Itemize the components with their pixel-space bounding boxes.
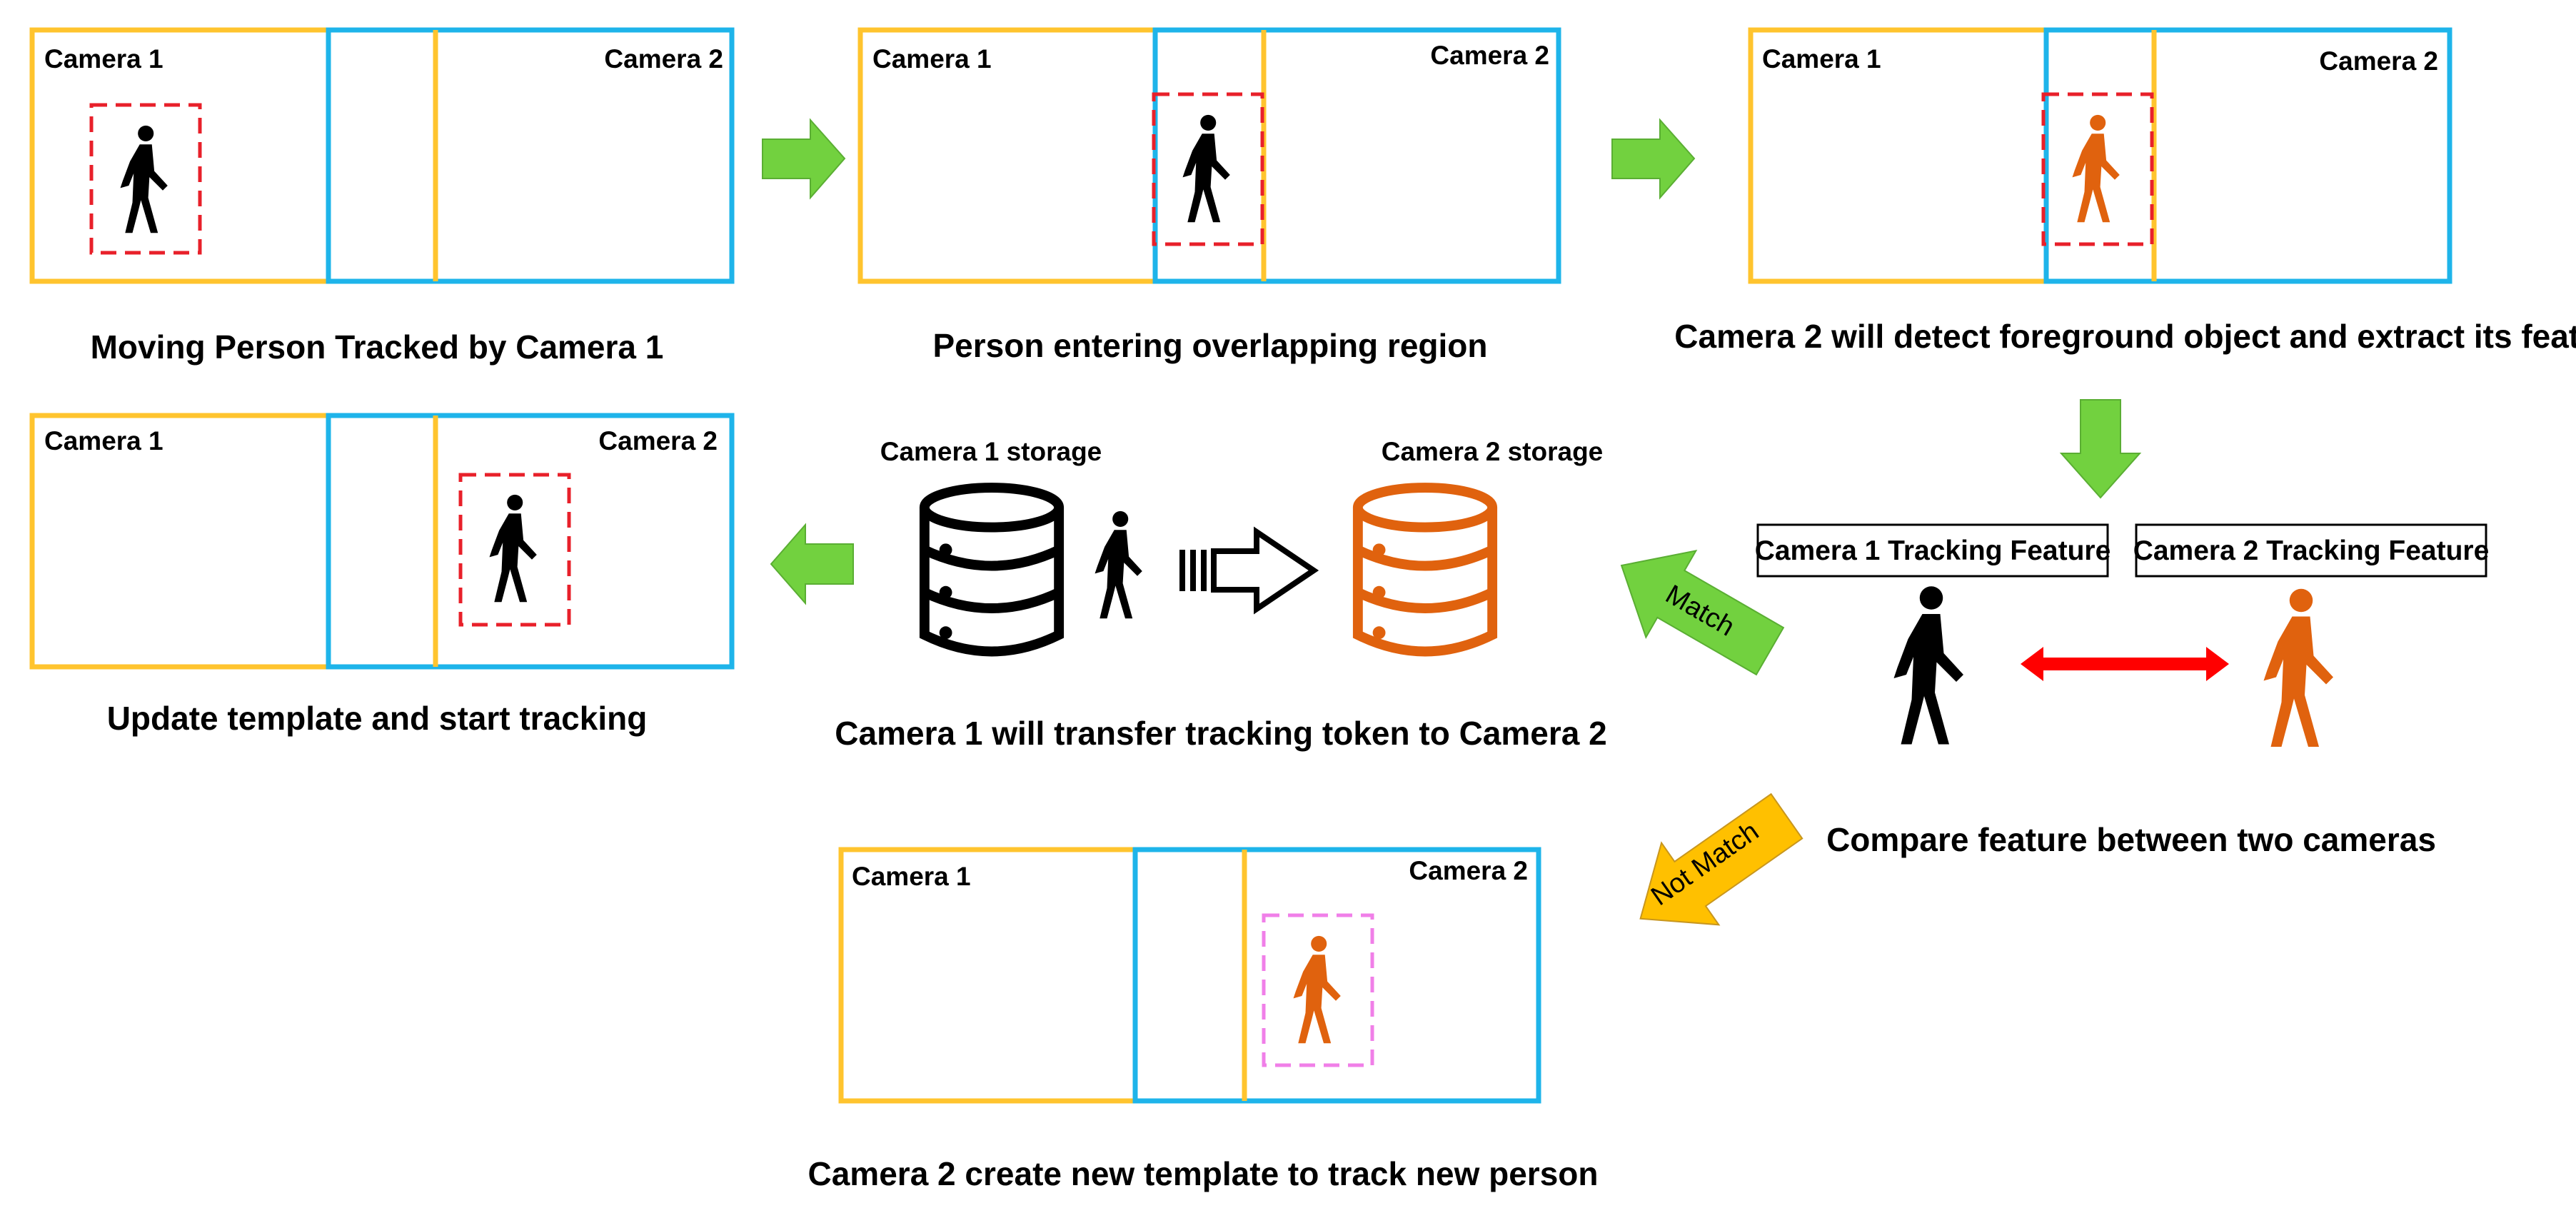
feature-2-label: Camera 2 Tracking Feature — [2133, 535, 2490, 566]
feature-2-box — [2135, 523, 2487, 578]
panel-5-caption: Camera 2 create new template to track ne… — [808, 1155, 1599, 1192]
new-template-box — [1262, 913, 1374, 1067]
camera-2-view — [1132, 847, 1541, 1104]
camera-2-label: Camera 2 — [1430, 41, 1549, 70]
camera-2-label: Camera 2 — [1409, 856, 1528, 885]
camera-2-label: Camera 2 — [2319, 46, 2438, 76]
flow-arrow-right-icon — [762, 118, 846, 200]
feature-1-label: Camera 1 Tracking Feature — [1755, 535, 2111, 566]
flow-arrow-right-icon — [1611, 118, 1696, 200]
storage-1-label: Camera 1 storage — [880, 437, 1102, 466]
panel-2-entering-overlap: Camera 1 Camera 2 Person entering overla… — [857, 27, 1561, 364]
not-match-arrow-icon — [1639, 792, 1803, 926]
camera-1-label: Camera 1 — [44, 44, 163, 74]
panel-1-tracked-by-camera-1: Camera 1 Camera 2 Moving Person Tracked … — [29, 27, 735, 366]
walking-person-icon — [2072, 114, 2120, 223]
camera-2-label: Camera 2 — [604, 44, 723, 74]
not-match-arrow — [1639, 792, 1803, 926]
walking-person-icon — [489, 494, 537, 603]
match-arrow — [1620, 549, 1785, 676]
feature-1-box — [1756, 523, 2109, 578]
panel-2-caption: Person entering overlapping region — [932, 327, 1487, 364]
walking-person-icon — [1182, 114, 1230, 223]
panel-3-caption: Camera 2 will detect foreground object a… — [1674, 318, 2576, 355]
transfer-caption: Camera 1 will transfer tracking token to… — [835, 715, 1606, 752]
match-arrow-icon — [1620, 549, 1785, 676]
panel-1-caption: Moving Person Tracked by Camera 1 — [91, 328, 664, 366]
camera-1-label: Camera 1 — [44, 426, 163, 455]
camera-2-view — [1152, 27, 1561, 284]
transfer-section: Camera 1 storage Camera 2 storage Camera… — [835, 437, 1606, 752]
compare-caption: Compare feature between two cameras — [1826, 821, 2436, 858]
compare-section: Camera 1 Tracking Feature Camera 2 Track… — [1755, 523, 2490, 858]
camera-2-view — [326, 413, 735, 670]
detection-box — [2041, 92, 2154, 246]
camera-1-label: Camera 1 — [852, 862, 971, 891]
detection-box — [1152, 92, 1264, 246]
storage-2-label: Camera 2 storage — [1382, 437, 1604, 466]
flow-arrow-down-icon — [2059, 399, 2142, 499]
walking-person-icon — [1095, 510, 1142, 619]
hollow-arrow-icon — [1179, 526, 1319, 615]
panel-3-detect-foreground: Camera 1 Camera 2 Camera 2 will detect f… — [1674, 27, 2576, 355]
panel-4-update-template: Camera 1 Camera 2 Update template and st… — [29, 413, 735, 737]
camera-1-label: Camera 1 — [1762, 44, 1881, 74]
camera-2-label: Camera 2 — [598, 426, 718, 455]
detection-box — [89, 103, 202, 255]
panel-5-new-template: Camera 1 Camera 2 Camera 2 create new te… — [808, 847, 1599, 1192]
database-icon — [925, 488, 1059, 651]
detection-box — [458, 473, 571, 627]
camera-2-view — [2043, 27, 2452, 284]
walking-person-icon — [2263, 588, 2333, 747]
walking-person-icon — [1293, 935, 1341, 1044]
double-arrow-icon — [2021, 647, 2229, 681]
database-icon — [1358, 488, 1492, 651]
walking-person-icon — [1893, 586, 1963, 745]
camera-2-view — [326, 27, 735, 284]
panel-4-caption: Update template and start tracking — [107, 700, 648, 737]
flow-arrow-left-icon — [770, 523, 854, 605]
walking-person-icon — [120, 125, 168, 233]
camera-1-label: Camera 1 — [872, 44, 992, 74]
